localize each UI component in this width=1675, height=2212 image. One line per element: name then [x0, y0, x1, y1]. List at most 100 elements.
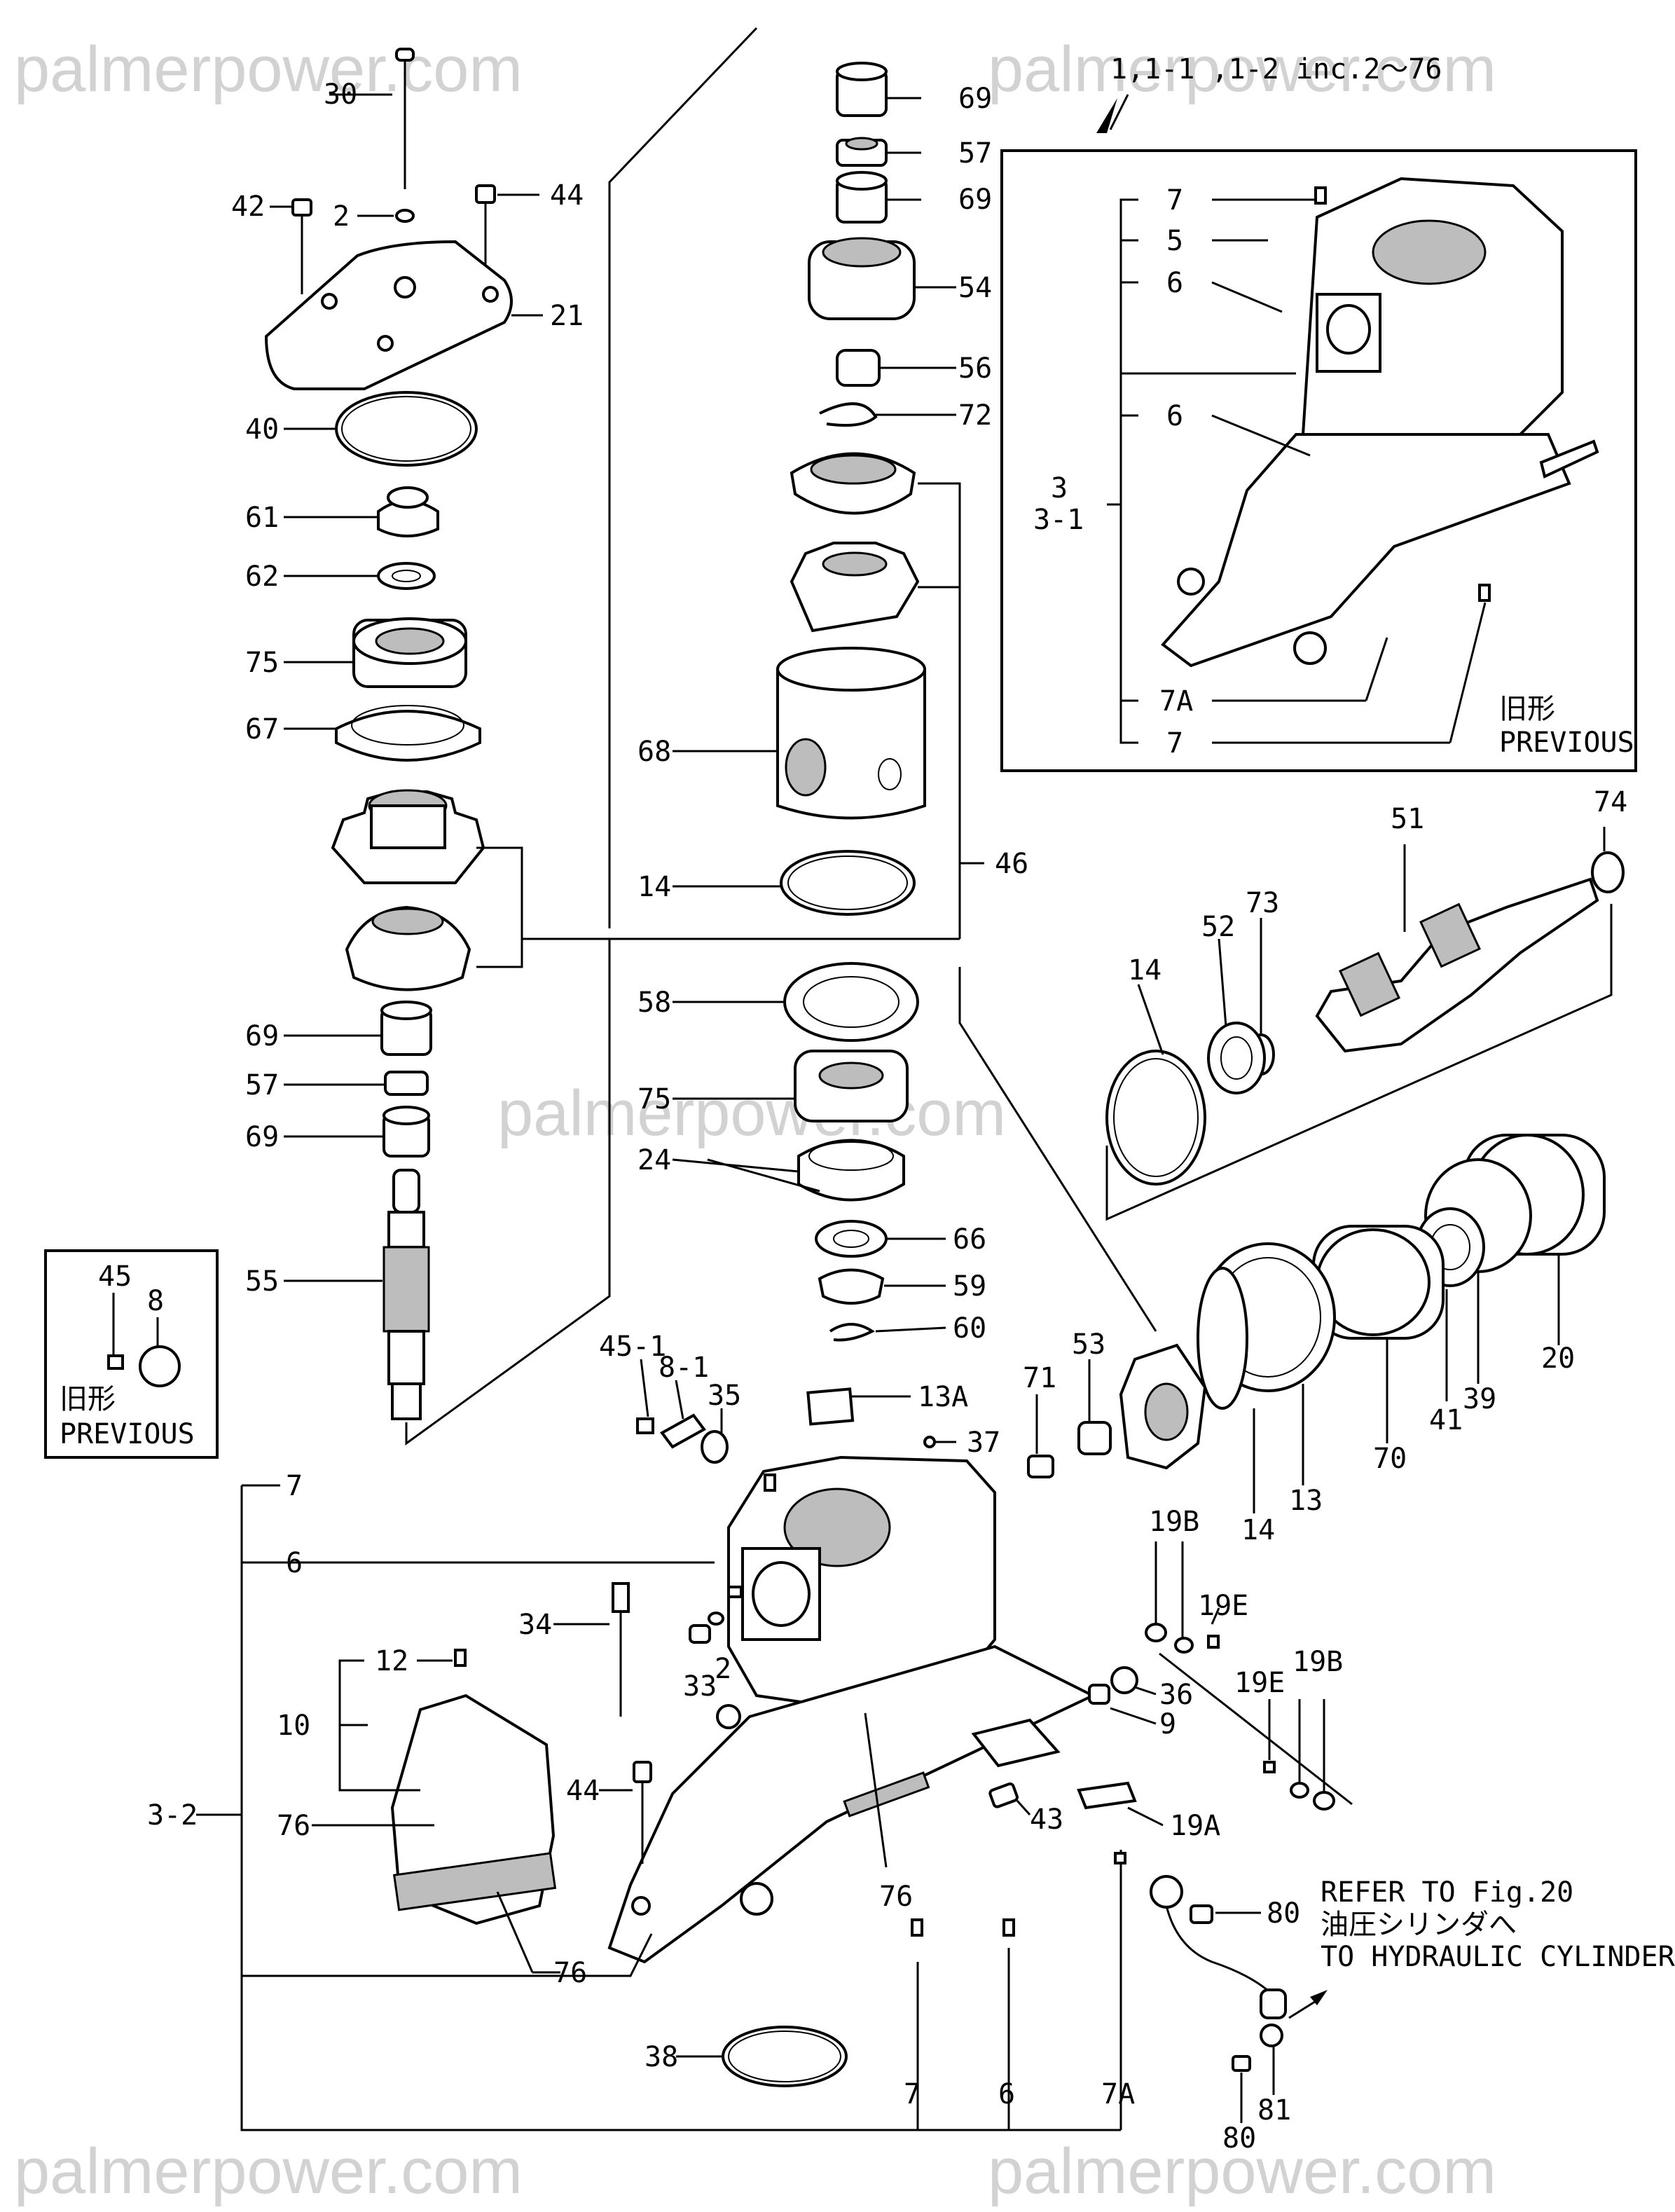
label-51: 51	[1391, 803, 1424, 835]
label-inset-7b: 7	[1166, 727, 1183, 760]
label-61: 61	[245, 502, 279, 534]
label-14: 14	[637, 871, 671, 903]
label-69b: 69	[245, 1121, 279, 1153]
label-inset-7: 7	[1166, 184, 1183, 217]
inset-arrow	[1096, 98, 1117, 133]
previous-en-inset: PREVIOUS	[1499, 727, 1634, 759]
label-43: 43	[1030, 1804, 1063, 1836]
label-80b: 80	[1222, 2122, 1256, 2155]
watermark-center: palmerpower.com	[497, 1078, 1006, 1149]
label-45-1: 45-1	[599, 1331, 666, 1363]
watermark-bottom-left: palmerpower.com	[14, 2136, 523, 2207]
label-2: 2	[333, 200, 350, 233]
label-44: 44	[550, 179, 584, 212]
label-46: 46	[995, 848, 1028, 880]
label-2b: 2	[715, 1653, 731, 1685]
label-44b: 44	[566, 1775, 600, 1807]
part-labels: 30 2 42 44 21 40 61 62 75 67 69 57 69 55…	[60, 53, 1675, 2155]
label-19E2: 19E	[1234, 1667, 1285, 1699]
label-36: 36	[1159, 1679, 1193, 1711]
label-69d: 69	[958, 184, 992, 216]
label-75b: 75	[637, 1083, 671, 1115]
label-73: 73	[1246, 887, 1279, 919]
previous-old-left: 旧形	[60, 1383, 116, 1415]
label-inset-6b: 6	[1166, 400, 1183, 432]
label-41: 41	[1429, 1404, 1463, 1436]
label-59: 59	[953, 1270, 986, 1303]
label-81: 81	[1257, 2094, 1291, 2127]
label-39: 39	[1463, 1383, 1496, 1415]
label-56: 56	[958, 352, 992, 385]
label-58: 58	[637, 987, 671, 1019]
label-45: 45	[98, 1260, 132, 1293]
label-inset-6: 6	[1166, 267, 1183, 299]
label-52: 52	[1201, 911, 1235, 943]
label-57b: 57	[958, 137, 992, 170]
label-34: 34	[518, 1609, 552, 1641]
refer-line-3: TO HYDRAULIC CYLINDER	[1321, 1941, 1675, 1973]
label-3-2: 3-2	[147, 1799, 198, 1832]
label-42: 42	[231, 191, 265, 223]
previous-old-inset: 旧形	[1499, 693, 1555, 725]
label-30: 30	[324, 78, 357, 111]
label-57: 57	[245, 1069, 279, 1101]
drive-shaft-assembly	[1027, 827, 1625, 1513]
label-37: 37	[967, 1427, 1000, 1459]
label-inset-7A: 7A	[1159, 685, 1193, 717]
label-76b: 76	[553, 1957, 587, 1989]
label-inset-5: 5	[1166, 225, 1183, 257]
label-74: 74	[1594, 786, 1627, 818]
label-inset-3-1: 3-1	[1033, 504, 1084, 536]
label-33: 33	[683, 1670, 717, 1703]
label-20: 20	[1541, 1342, 1575, 1375]
label-40: 40	[245, 413, 279, 446]
middle-column-parts	[608, 27, 1157, 1342]
watermark-top-right: palmerpower.com	[988, 34, 1496, 105]
label-67: 67	[245, 713, 279, 746]
label-21: 21	[550, 300, 584, 332]
label-69: 69	[245, 1020, 279, 1052]
watermark-top-left: palmerpower.com	[14, 34, 523, 105]
label-53: 53	[1072, 1328, 1105, 1361]
label-60: 60	[953, 1312, 986, 1345]
label-62: 62	[245, 561, 279, 593]
label-19A: 19A	[1170, 1810, 1220, 1842]
label-72: 72	[958, 399, 992, 432]
label-70: 70	[1373, 1443, 1407, 1475]
left-column-parts	[44, 48, 960, 1459]
label-66: 66	[953, 1223, 986, 1256]
label-54: 54	[958, 272, 992, 304]
label-7: 7	[286, 1470, 303, 1502]
label-19E: 19E	[1198, 1590, 1248, 1622]
label-6b: 6	[998, 2078, 1015, 2110]
label-55: 55	[245, 1265, 279, 1298]
label-19B: 19B	[1149, 1506, 1199, 1538]
label-35: 35	[708, 1380, 741, 1412]
previous-en-left: PREVIOUS	[60, 1418, 195, 1450]
label-76c: 76	[879, 1881, 913, 1913]
label-7A: 7A	[1101, 2078, 1135, 2110]
label-6: 6	[286, 1547, 303, 1579]
label-76a: 76	[277, 1810, 310, 1842]
label-13: 13	[1289, 1485, 1323, 1517]
label-12: 12	[375, 1645, 408, 1677]
inset-box	[1000, 94, 1637, 772]
label-71: 71	[1023, 1362, 1056, 1394]
previous-box-left	[44, 1249, 219, 1459]
part-30-bolt-head	[395, 48, 415, 62]
label-14b: 14	[1128, 954, 1162, 987]
label-10: 10	[277, 1710, 310, 1742]
label-inset-3: 3	[1051, 472, 1068, 504]
label-8: 8	[147, 1285, 164, 1317]
label-68: 68	[637, 736, 671, 768]
label-69c: 69	[958, 83, 992, 115]
label-14c: 14	[1241, 1514, 1275, 1546]
label-9: 9	[1159, 1708, 1176, 1740]
label-38: 38	[645, 2041, 678, 2073]
refer-line-2: 油圧シリンダへ	[1321, 1909, 1517, 1941]
refer-line-1: REFER TO Fig.20	[1321, 1876, 1573, 1909]
label-7b: 7	[904, 2078, 921, 2110]
label-80: 80	[1267, 1897, 1300, 1930]
label-75: 75	[245, 647, 279, 679]
